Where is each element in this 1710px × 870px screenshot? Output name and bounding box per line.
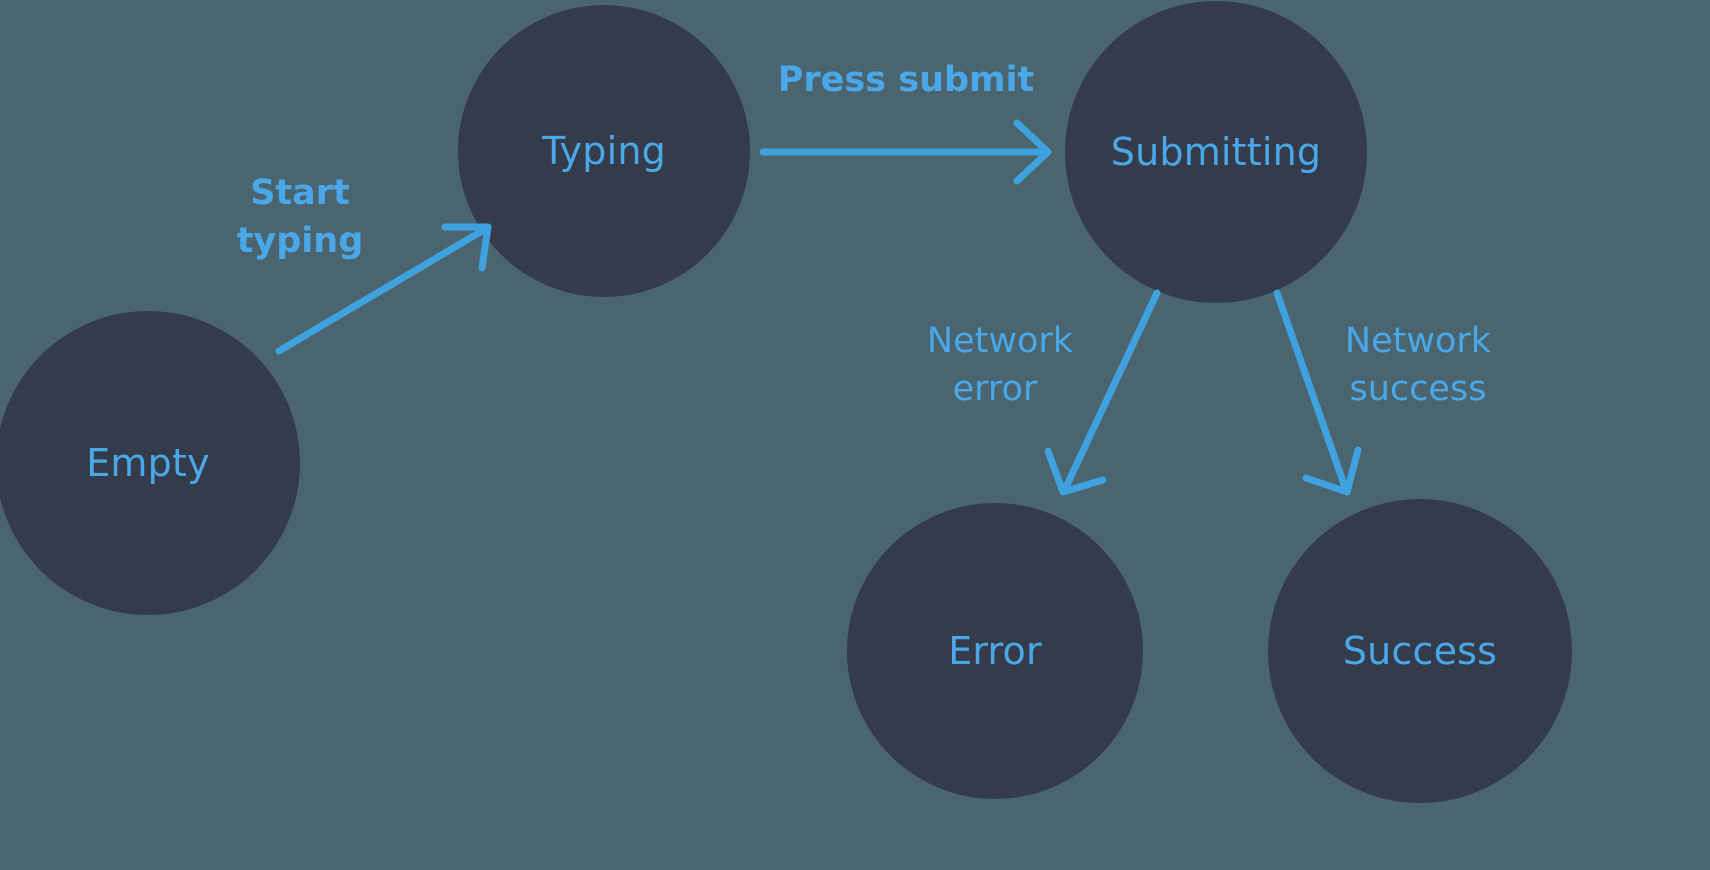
- state-node-typing[interactable]: Typing: [458, 5, 750, 297]
- transition-line-network-success: [1273, 289, 1349, 491]
- transition-label-press-submit: Press submit: [778, 60, 1035, 100]
- transition-arrowhead-start-typing: [441, 223, 492, 272]
- state-node-error[interactable]: Error: [847, 503, 1143, 799]
- transition-arrow-network-error[interactable]: [1044, 289, 1161, 496]
- state-circle-submitting[interactable]: [1065, 1, 1367, 303]
- transition-arrowhead-network-success: [1302, 446, 1362, 496]
- transition-label-start-typing-line2: typing: [237, 221, 364, 261]
- transition-line-network-error: [1062, 289, 1161, 491]
- transition-arrow-network-success[interactable]: [1273, 289, 1362, 496]
- state-circle-typing[interactable]: [458, 5, 750, 297]
- transition-arrow-press-submit[interactable]: [759, 119, 1052, 185]
- state-circle-success[interactable]: [1268, 499, 1572, 803]
- state-label-submitting: Submitting: [1111, 130, 1321, 174]
- transition-label-network-success-line1: Network: [1345, 321, 1492, 361]
- state-label-empty: Empty: [86, 441, 210, 485]
- state-node-submitting[interactable]: Submitting: [1065, 1, 1367, 303]
- transition-label-network-success-line2: success: [1350, 369, 1487, 409]
- transition-label-start-typing-line1: Start: [250, 173, 350, 213]
- state-circle-empty[interactable]: [0, 311, 300, 615]
- state-node-empty[interactable]: Empty: [0, 311, 300, 615]
- transition-label-network-error-line1: Network: [927, 321, 1074, 361]
- state-label-typing: Typing: [541, 129, 666, 173]
- transition-label-network-error-line2: error: [953, 369, 1038, 409]
- transition-arrowhead-press-submit: [1013, 119, 1052, 185]
- transition-arrowhead-network-error: [1044, 447, 1107, 496]
- state-node-success[interactable]: Success: [1268, 499, 1572, 803]
- state-label-success: Success: [1343, 629, 1497, 673]
- state-label-error: Error: [948, 629, 1042, 673]
- transition-arrow-start-typing[interactable]: [275, 223, 492, 355]
- state-circle-error[interactable]: [847, 503, 1143, 799]
- transition-line-start-typing: [275, 224, 491, 355]
